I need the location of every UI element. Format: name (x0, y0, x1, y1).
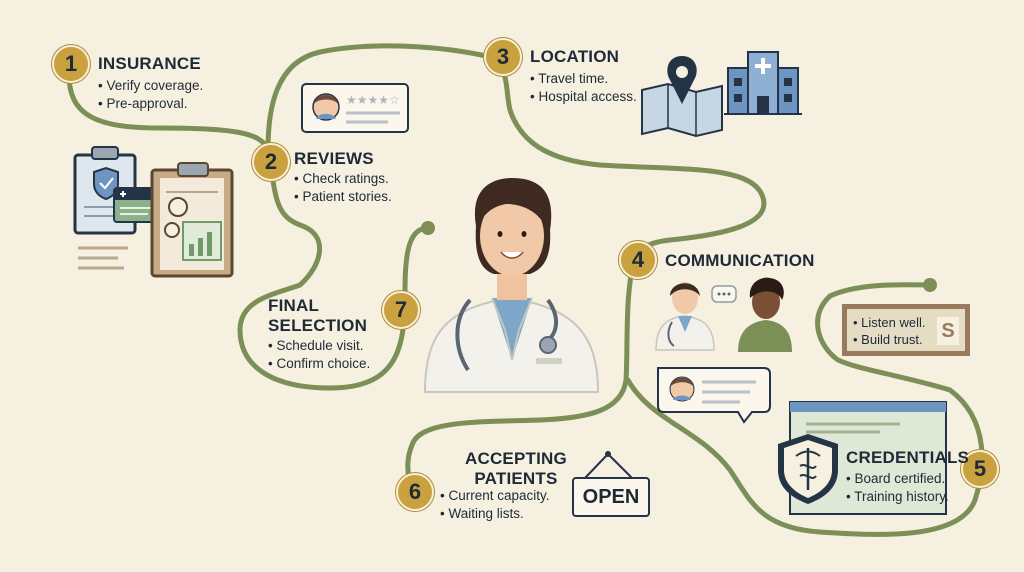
medical-shield-icon (778, 434, 838, 504)
bullet-item: Build trust. (853, 331, 925, 348)
path-end-dot (421, 221, 435, 235)
step-title-insurance: INSURANCE (98, 54, 201, 73)
map-pin-icon (641, 56, 723, 138)
bullet-item: Verify coverage. (98, 77, 203, 95)
bullet-item: Schedule visit. (268, 337, 370, 355)
journey-path-lower (405, 262, 636, 491)
notes-lines (78, 246, 128, 270)
sign-letter: S (937, 317, 959, 345)
journey-path-upper (265, 43, 767, 268)
step-bullets-final-selection: Schedule visit. Confirm choice. (268, 337, 370, 373)
doctor-illustration (423, 178, 600, 393)
step-bullets-accepting-patients: Current capacity. Waiting lists. (440, 487, 550, 523)
bullet-item: Waiting lists. (440, 505, 550, 523)
step-badge-7: 7 (382, 291, 420, 329)
step-bullets-credentials: Board certified. Training history. (846, 470, 949, 506)
title-line: FINAL (268, 296, 320, 315)
step-bullets-location: Travel time. Hospital access. (530, 70, 637, 106)
title-line: ACCEPTING (465, 449, 567, 468)
step-badge-1: 1 (52, 45, 90, 83)
bullet-item: Patient stories. (294, 188, 391, 206)
chat-bubble-icon (657, 367, 771, 424)
open-sign-icon: OPEN (572, 477, 650, 517)
doctor-avatar-icon (655, 282, 715, 351)
bullet-item: Check ratings. (294, 170, 392, 188)
patient-avatar-icon (738, 277, 792, 352)
bullet-item: Current capacity. (440, 487, 549, 505)
communication-sign: Listen well. Build trust. S (842, 304, 970, 356)
title-line: PATIENTS (474, 469, 558, 488)
bullet-item: Confirm choice. (268, 355, 370, 373)
step-title-reviews: REVIEWS (294, 149, 374, 168)
svg-text:★★★★☆: ★★★★☆ (346, 93, 400, 107)
step-title-credentials: CREDENTIALS (846, 448, 970, 467)
step-badge-3: 3 (484, 38, 522, 76)
step-title-location: LOCATION (530, 47, 620, 66)
open-sign-hanger (584, 451, 633, 479)
step-badge-2: 2 (252, 143, 290, 181)
hospital-icon (724, 51, 802, 115)
step-bullets-communication: Listen well. Build trust. (853, 314, 925, 348)
bullet-item: Travel time. (530, 70, 637, 88)
step-badge-5: 5 (961, 450, 999, 488)
review-card-icon: ★★★★☆ (301, 83, 409, 133)
step-badge-6: 6 (396, 473, 434, 511)
journey-path (66, 69, 431, 391)
title-line: SELECTION (268, 316, 368, 335)
step-bullets-reviews: Check ratings. Patient stories. (294, 170, 392, 206)
bullet-item: Hospital access. (530, 88, 636, 106)
bullet-item: Pre-approval. (98, 95, 203, 113)
step-title-final-selection: FINAL SELECTION (268, 296, 367, 336)
bullet-item: Board certified. (846, 470, 949, 488)
step-title-accepting-patients: ACCEPTING PATIENTS (465, 449, 567, 489)
chat-dots-icon (711, 285, 737, 303)
step-bullets-insurance: Verify coverage. Pre-approval. (98, 77, 203, 113)
clipboard-chart-icon (150, 162, 234, 278)
step-title-communication: COMMUNICATION (665, 251, 815, 270)
path-end-dot (923, 278, 937, 292)
bullet-item: Training history. (846, 488, 949, 506)
step-badge-4: 4 (619, 241, 657, 279)
bullet-item: Listen well. (853, 314, 925, 331)
